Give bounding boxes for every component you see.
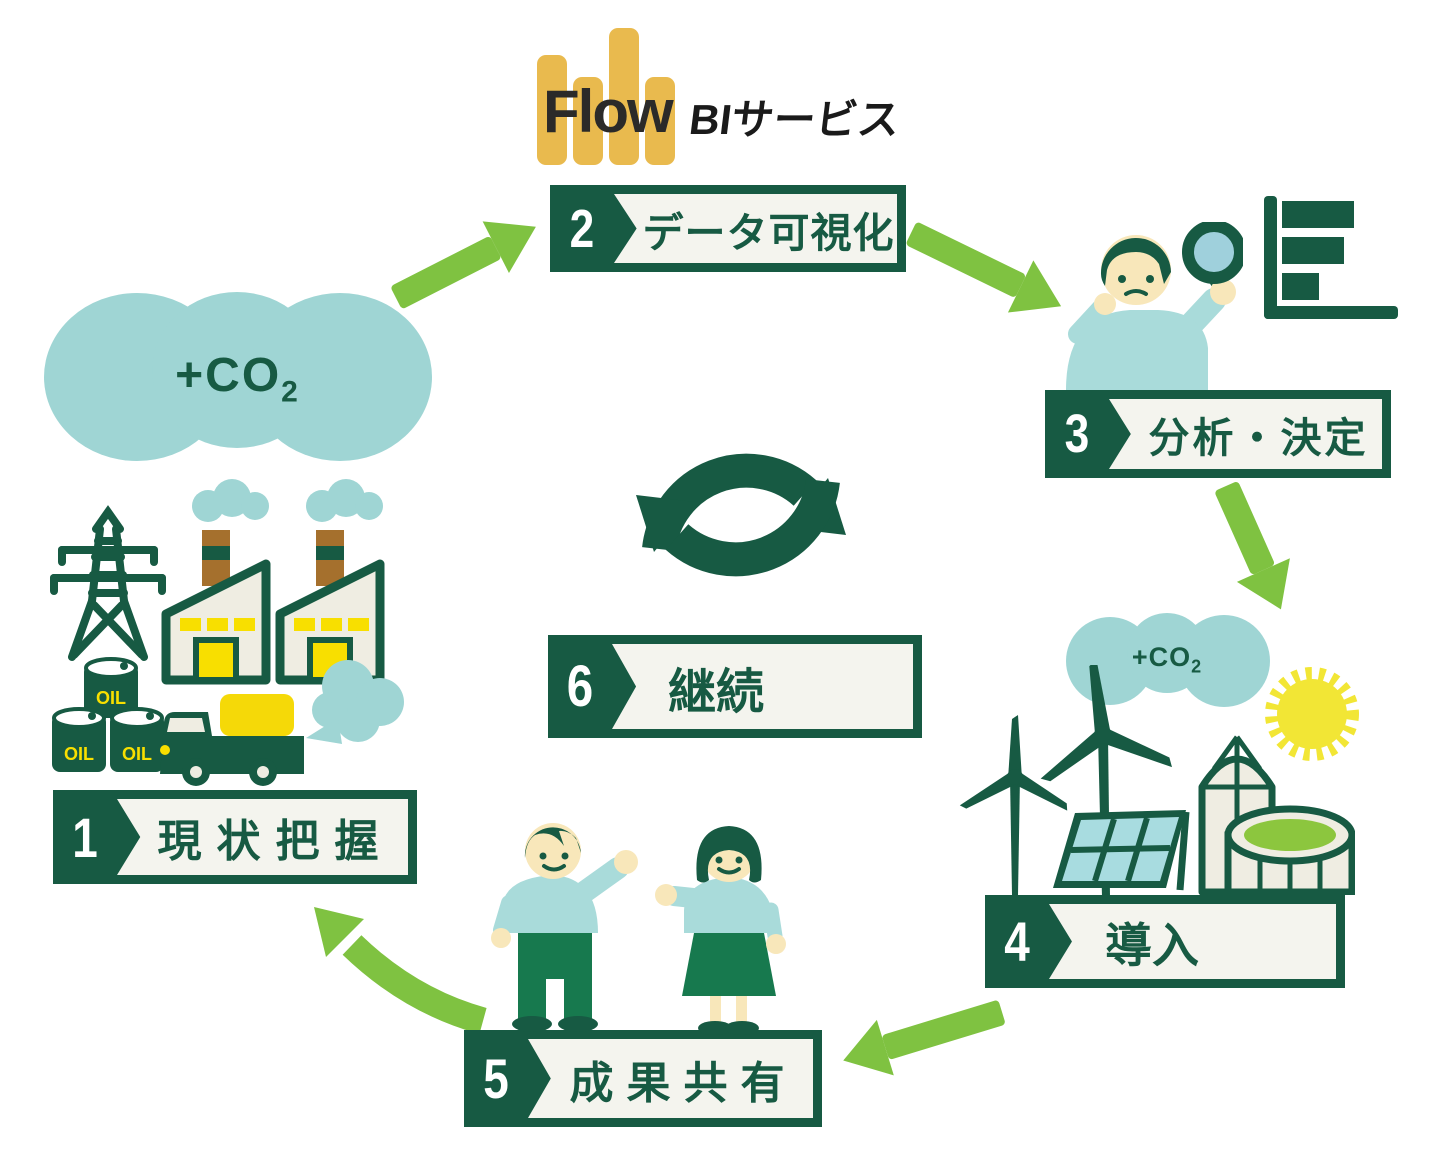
step-4-label: 導入 xyxy=(1105,919,1199,972)
step-6-banner: 6 継続 xyxy=(548,635,922,738)
co2-cloud-large: +CO2 xyxy=(40,290,435,465)
step-3-banner: 3 分析・決定 xyxy=(1045,390,1391,478)
step-5-number: 5 xyxy=(483,1047,509,1110)
body xyxy=(1066,310,1208,390)
factories-icon xyxy=(161,479,385,685)
frown-mouth xyxy=(1124,289,1148,296)
cargo-box xyxy=(220,694,294,736)
arrow-step5-to-step1-icon xyxy=(314,907,487,1033)
arrow-step4-to-step5-icon xyxy=(843,1000,1005,1076)
barrel-top: OIL xyxy=(84,657,138,718)
co2-label-small: +CO2 xyxy=(1131,642,1203,677)
power-pylon-icon xyxy=(50,505,166,661)
step-1-number: 1 xyxy=(72,805,98,869)
step-2-banner: 2 データ可視化 xyxy=(550,185,906,272)
step-6-label: 継続 xyxy=(668,665,765,719)
tank xyxy=(1224,805,1355,895)
analyst-person-icon xyxy=(1066,222,1243,390)
headlight xyxy=(160,745,170,755)
step-4-number: 4 xyxy=(1004,910,1030,973)
horizontal-bar-chart-icon xyxy=(1264,196,1398,319)
exhaust-cloud xyxy=(306,660,404,744)
hair xyxy=(1100,237,1171,286)
magnifier-lens xyxy=(1193,231,1235,273)
chin-hand xyxy=(1094,293,1116,315)
flow-logo: Flow BIサービス xyxy=(530,20,930,170)
factory-1 xyxy=(161,479,271,685)
factory-2 xyxy=(275,479,385,685)
cloud-icon xyxy=(1066,613,1270,707)
barrel-right: OIL xyxy=(110,707,164,772)
step-5-banner: 5 成果共有 xyxy=(464,1030,822,1127)
small-turbine xyxy=(959,715,1068,895)
solar-panel-icon xyxy=(1053,810,1190,891)
step-3-label: 分析・決定 xyxy=(1148,415,1369,461)
step-1-banner: 1 現状把握 xyxy=(53,790,417,884)
arrow-step1-to-step2-icon xyxy=(391,221,536,309)
logo-wordmark: Flow xyxy=(543,78,674,145)
magnifier-ring xyxy=(1182,222,1243,284)
logo-service-label: BIサービス xyxy=(686,96,903,143)
step-4-banner: 4 導入 xyxy=(985,895,1345,988)
co2-label-large: +CO2 xyxy=(175,349,300,409)
svg-text:OIL: OIL xyxy=(96,688,126,708)
svg-text:OIL: OIL xyxy=(64,744,94,764)
step-1-label: 現状把握 xyxy=(157,817,394,866)
girl xyxy=(655,826,786,1035)
biogas-plant-icon xyxy=(1198,735,1355,895)
hand xyxy=(1210,279,1236,305)
arrow-step3-to-step4-icon xyxy=(1215,481,1290,610)
step-3-number: 3 xyxy=(1064,404,1090,464)
arrow-step2-to-step3-icon xyxy=(906,222,1062,313)
barrel-left: OIL xyxy=(52,707,106,772)
windshield xyxy=(167,718,205,732)
step-2-number: 2 xyxy=(569,198,595,259)
oil-barrels-icon: OIL OIL OIL xyxy=(52,657,164,772)
step-2-label: データ可視化 xyxy=(642,209,895,256)
step-5-label: 成果共有 xyxy=(569,1058,798,1108)
svg-text:OIL: OIL xyxy=(122,744,152,764)
sun-icon xyxy=(1265,667,1359,761)
cloud-icon xyxy=(44,292,432,461)
recycle-arrows-icon xyxy=(636,453,846,577)
boy xyxy=(491,823,638,1032)
co2-cloud-small: +CO2 xyxy=(1062,608,1272,708)
high-five-people-icon xyxy=(491,823,786,1035)
truck-icon xyxy=(160,660,404,786)
step-6-number: 6 xyxy=(566,654,594,719)
